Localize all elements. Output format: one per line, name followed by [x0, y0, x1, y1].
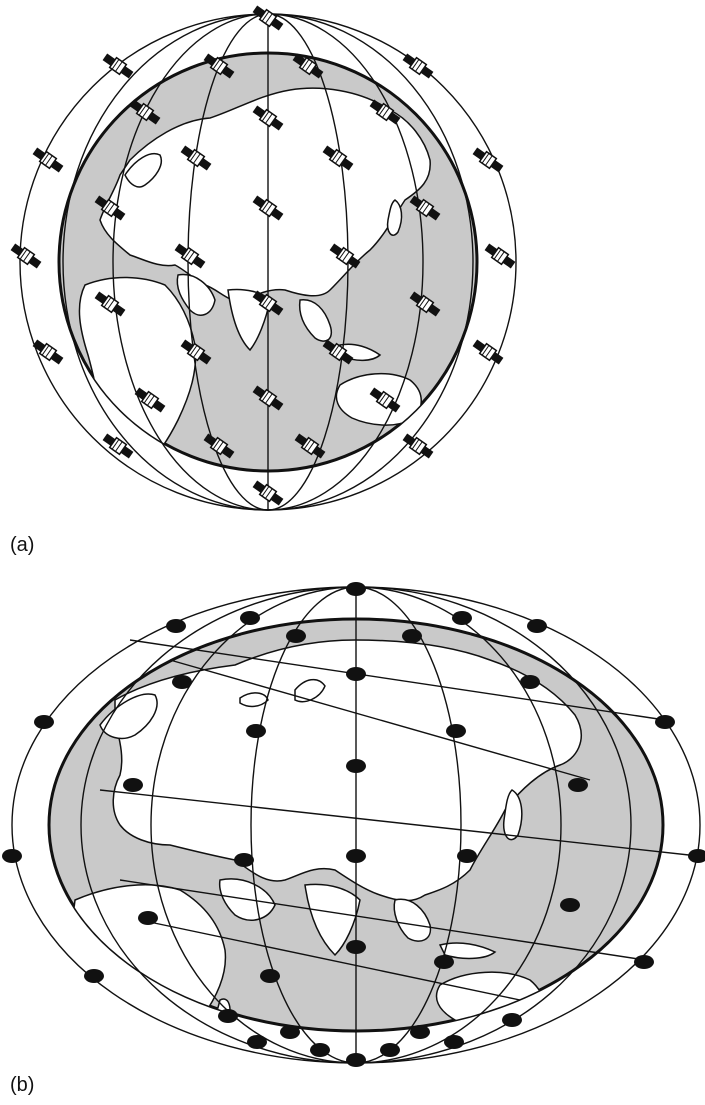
satellite-dot-icon	[240, 611, 260, 625]
satellite-dot-icon	[218, 1009, 238, 1023]
track-b-4	[169, 659, 591, 781]
satellite-dot-icon	[246, 724, 266, 738]
satellite-dot-icon	[634, 955, 654, 969]
satellite-icon	[401, 52, 435, 87]
satellite-icon	[9, 242, 43, 277]
satellite-dot-icon	[34, 715, 54, 729]
panel-label-a: (a)	[10, 534, 35, 556]
satellite-dot-icon	[410, 1025, 430, 1039]
satellite-dot-icon	[123, 778, 143, 792]
satellite-dot-icon	[434, 955, 454, 969]
satellite-icon	[101, 52, 135, 87]
satellite-icon	[483, 242, 517, 277]
satellite-dot-icon	[560, 898, 580, 912]
satellite-icon	[31, 338, 65, 373]
satellite-dot-icon	[84, 969, 104, 983]
africa-landmass-b	[72, 884, 227, 1031]
japan-a	[386, 199, 403, 236]
satellite-dot-icon	[457, 849, 477, 863]
india-b	[304, 883, 361, 957]
satellite-dot-icon	[444, 1035, 464, 1049]
satellite-dot-icon	[346, 582, 366, 596]
track-b-5	[139, 919, 521, 1001]
japan-b	[502, 789, 523, 841]
satellite-dot-icon	[346, 667, 366, 681]
scandinavia-b	[99, 693, 158, 740]
satellite-dot-icon	[346, 940, 366, 954]
arabia-a	[176, 273, 216, 316]
panel-label-b: (b)	[10, 1074, 35, 1096]
satellite-dot-icon	[2, 849, 22, 863]
satellite-icon	[471, 338, 505, 373]
satellite-dot-icon	[568, 778, 588, 792]
panel-b	[2, 582, 705, 1067]
satellite-dot-icon	[380, 1043, 400, 1057]
satellite-icon	[101, 432, 135, 467]
se-asia-b	[393, 898, 432, 942]
satellite-dot-icon	[402, 629, 422, 643]
satellite-dot-icon	[446, 724, 466, 738]
satellite-dot-icon	[286, 629, 306, 643]
satellite-icon	[401, 432, 435, 467]
satellite-dot-icon	[520, 675, 540, 689]
satellite-dot-icon	[172, 675, 192, 689]
track-b-3	[119, 879, 646, 961]
panel-a	[9, 4, 517, 514]
arctic-islands-b	[239, 692, 269, 708]
satellite-dot-icon	[688, 849, 705, 863]
satellite-icon	[471, 146, 505, 181]
track-b-2	[99, 789, 699, 857]
satellite-icon	[31, 146, 65, 181]
satellite-dot-icon	[452, 611, 472, 625]
satellite-dot-icon	[138, 911, 158, 925]
eurasia-landmass-b	[112, 639, 582, 902]
satellite-dot-icon	[346, 1053, 366, 1067]
satellite-dot-icon	[502, 1013, 522, 1027]
se-asia-a	[298, 299, 332, 342]
satellite-dot-icon	[166, 619, 186, 633]
satellite-dot-icon	[310, 1043, 330, 1057]
satellite-dot-icon	[527, 619, 547, 633]
track-b-1	[129, 639, 666, 721]
satellite-dot-icon	[280, 1025, 300, 1039]
satellite-dot-icon	[346, 849, 366, 863]
satellite-dot-icon	[346, 759, 366, 773]
satellite-dot-icon	[655, 715, 675, 729]
satellite-dot-icon	[234, 853, 254, 867]
scandinavia-a	[124, 153, 162, 188]
novaya-zemlya-b	[294, 678, 326, 703]
satellites-b	[2, 582, 705, 1067]
satellite-dot-icon	[260, 969, 280, 983]
satellite-dot-icon	[247, 1035, 267, 1049]
islands-b	[438, 942, 497, 960]
